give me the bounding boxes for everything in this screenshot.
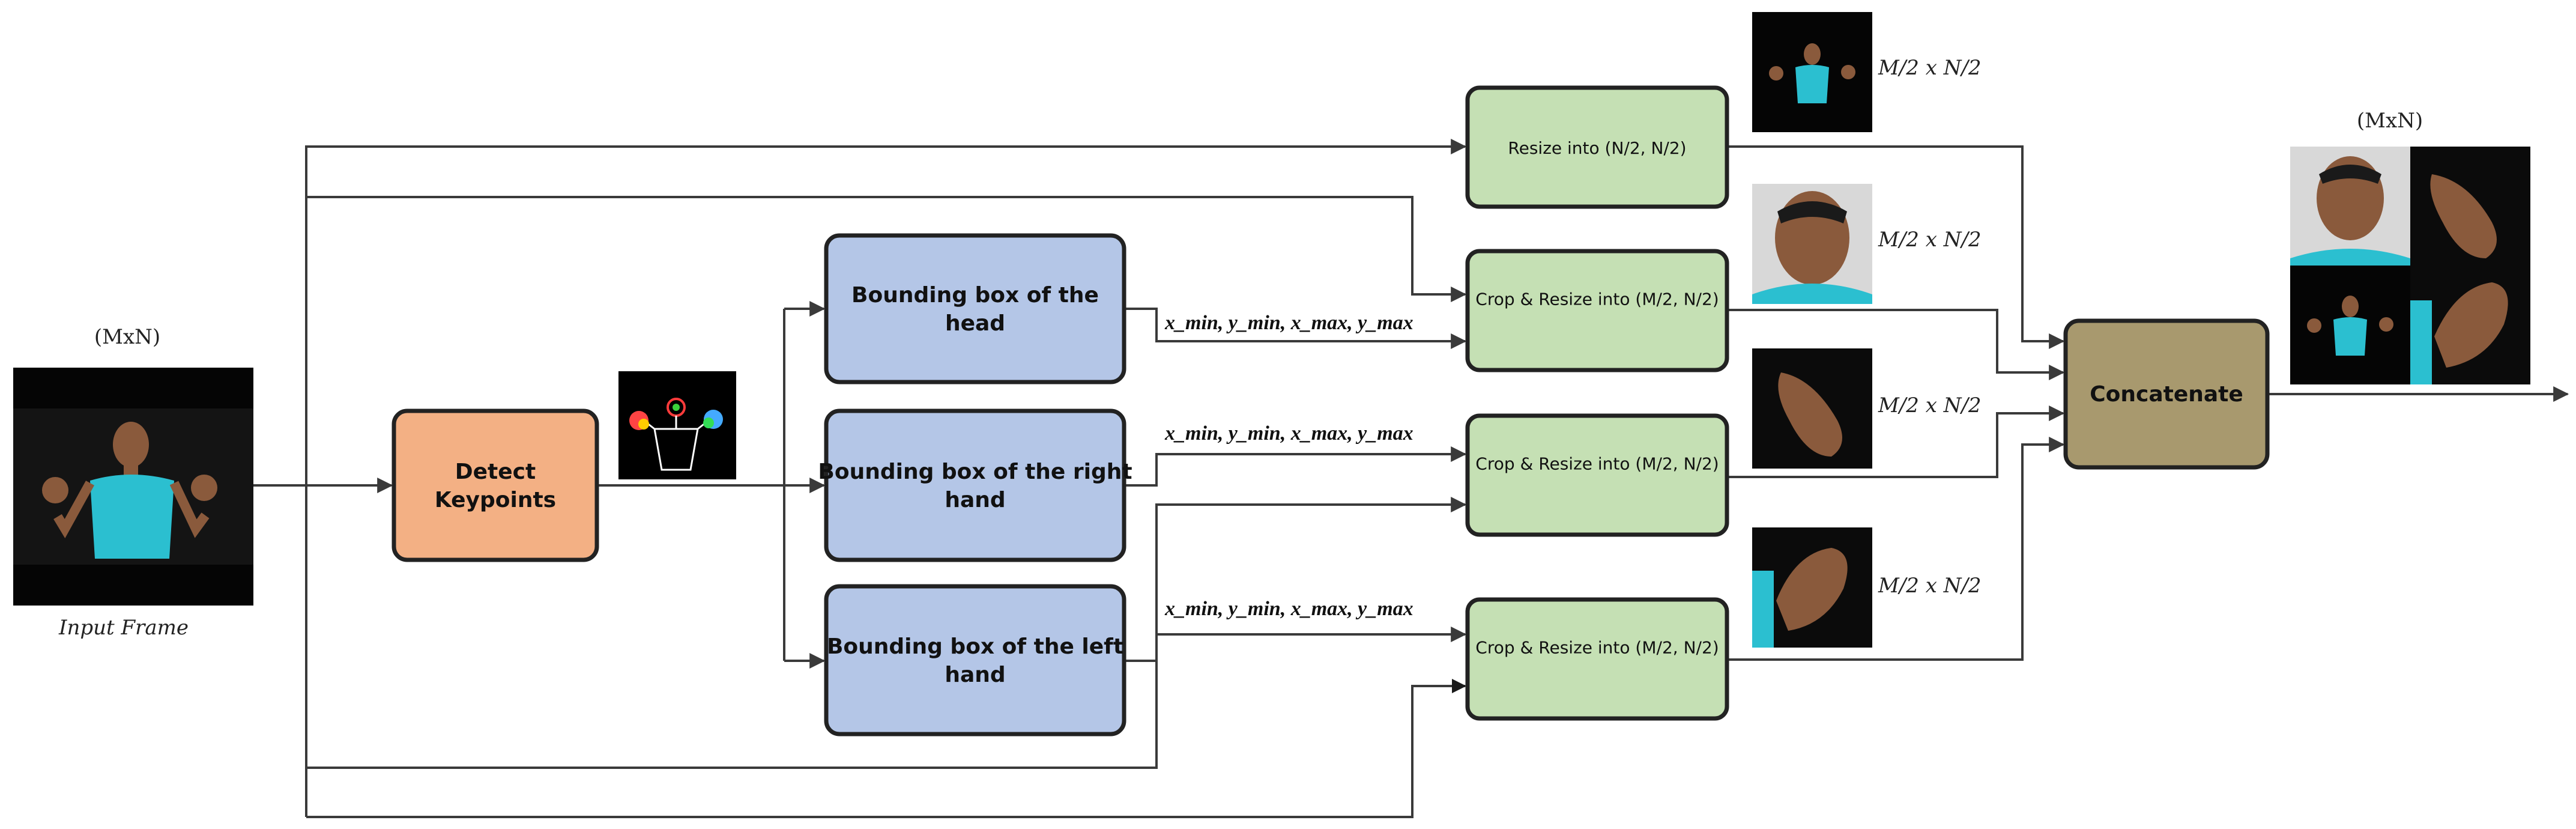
thumb-head-crop xyxy=(1752,184,1872,304)
arrow-crop2-to-concat xyxy=(1728,405,2065,478)
crop-right-box: Crop & Resize into (M/2, N/2) xyxy=(1465,413,1729,537)
arrow-resize-to-concat xyxy=(1728,145,2065,349)
crop-head-label: Crop & Resize into (M/2, N/2) xyxy=(1475,290,1719,309)
thumb1-label: M/2 x N/2 xyxy=(1878,56,1982,80)
arrow-bbox-right-to-crop2 xyxy=(1125,446,1467,487)
crop-left-box: Crop & Resize into (M/2, N/2) xyxy=(1465,597,1729,721)
output-mosaic-image xyxy=(2290,147,2530,384)
crop-head-box: Crop & Resize into (M/2, N/2) xyxy=(1465,249,1729,372)
keypoint-skeleton-image xyxy=(618,371,736,479)
crop-left-label: Crop & Resize into (M/2, N/2) xyxy=(1475,638,1719,658)
arrow-crop1-to-concat xyxy=(1728,309,2065,380)
arrow-trunk-to-crop1 xyxy=(306,196,1467,302)
thumb3-label: M/2 x N/2 xyxy=(1878,393,1982,418)
connectors xyxy=(253,139,2569,818)
thumb-left-hand-crop xyxy=(1752,527,1872,648)
thumb4-label: M/2 x N/2 xyxy=(1878,574,1982,598)
input-frame-image xyxy=(13,368,253,606)
resize-box: Resize into (N/2, N/2) xyxy=(1465,85,1729,209)
thumb-resized-frame xyxy=(1752,12,1872,132)
thumb2-label: M/2 x N/2 xyxy=(1878,228,1982,252)
output-dim-label: (MxN) xyxy=(2357,109,2423,133)
input-dim-label: (MxN) xyxy=(94,325,160,349)
coord-label-head: x_min, y_min, x_max, y_max xyxy=(1164,312,1413,334)
input-caption: Input Frame xyxy=(58,616,189,640)
coord-label-left: x_min, y_min, x_max, y_max xyxy=(1164,598,1413,620)
arrow-crop3-to-concat xyxy=(1728,437,2065,661)
arrow-bbox-left-to-crop3 xyxy=(1125,627,1467,662)
concatenate-box: Concatenate xyxy=(2063,318,2270,470)
thumb-right-hand-crop xyxy=(1752,348,1872,469)
coord-label-right: x_min, y_min, x_max, y_max xyxy=(1164,422,1413,445)
input-frame-group: (MxN) Input Frame xyxy=(13,325,253,640)
resize-label: Resize into (N/2, N/2) xyxy=(1508,138,1686,158)
crop-right-label: Crop & Resize into (M/2, N/2) xyxy=(1475,454,1719,474)
concatenate-label: Concatenate xyxy=(2090,382,2243,407)
arrow-bbox-head-to-crop1 xyxy=(1125,308,1467,349)
arrow-trunk-to-crop3 xyxy=(306,679,1466,818)
